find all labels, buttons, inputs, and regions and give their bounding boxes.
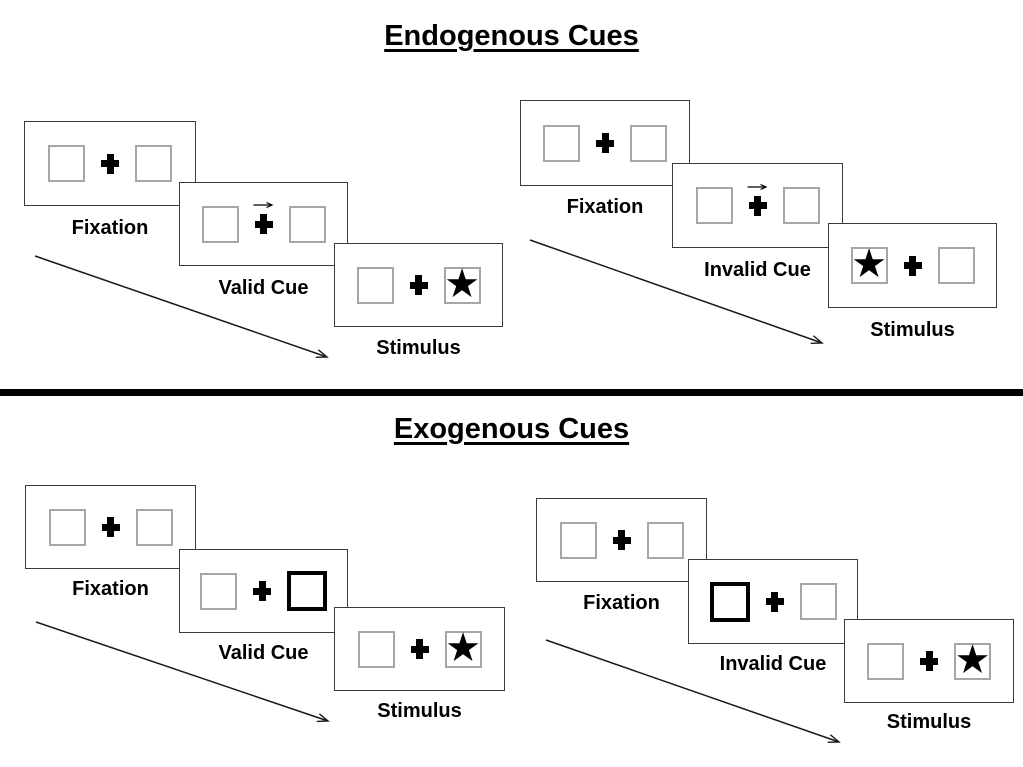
- fixation-area: [747, 183, 767, 216]
- right-target-box: ★: [444, 624, 482, 671]
- exogenous-section-title: Exogenous Cues: [393, 413, 630, 445]
- fixation-area: [765, 591, 784, 612]
- exo-valid-fixation-frame: [25, 485, 196, 569]
- frame-label-stimulus: Stimulus: [377, 700, 462, 722]
- section-divider: [0, 389, 1023, 396]
- right-placeholder-box: [646, 521, 684, 559]
- left-placeholder-box: [357, 630, 395, 668]
- fixation-area: [101, 153, 119, 174]
- fixation-cross-icon: [409, 275, 428, 295]
- fixation-area: [410, 639, 429, 659]
- fixation-area: [903, 255, 922, 276]
- fixation-cross-icon: [410, 639, 429, 659]
- left-placeholder-box: [543, 124, 580, 162]
- fixation-cross-icon: [253, 581, 271, 601]
- endo-valid-cue-frame: [179, 182, 348, 266]
- right-placeholder-box: [799, 583, 837, 620]
- frame-label-fixation: Fixation: [71, 217, 149, 239]
- fixation-cross-icon: [920, 651, 938, 671]
- fixation-cross-icon: [903, 255, 922, 276]
- left-placeholder-box: [867, 642, 904, 680]
- frame-label-invalid-cue: Invalid Cue: [719, 653, 827, 675]
- endo-valid-stimulus-frame: ★: [334, 243, 503, 327]
- fixation-area: [596, 133, 614, 153]
- frame-label-valid-cue: Valid Cue: [218, 277, 309, 299]
- right-placeholder-box: [630, 124, 667, 162]
- frame-label-fixation: Fixation: [566, 196, 644, 218]
- fixation-area: [612, 530, 631, 550]
- endo-valid-fixation-frame: [24, 121, 196, 206]
- exo-valid-cue-frame: [179, 549, 348, 633]
- right-placeholder-box: [288, 205, 326, 243]
- frame-label-stimulus: Stimulus: [886, 711, 972, 733]
- exo-invalid-cue-frame: [688, 559, 858, 644]
- left-placeholder-box: [201, 205, 239, 243]
- star-stimulus-icon: ★: [851, 241, 887, 287]
- fixation-area: [101, 517, 120, 537]
- fixation-cross-icon: [765, 591, 784, 612]
- left-placeholder-box: [48, 145, 85, 182]
- exo-valid-stimulus-frame: ★: [334, 607, 505, 691]
- frame-label-stimulus: Stimulus: [870, 319, 955, 341]
- left-placeholder-box: [200, 572, 237, 610]
- fixation-area: [253, 581, 271, 601]
- right-target-box: ★: [443, 260, 481, 307]
- frame-label-fixation: Fixation: [72, 578, 149, 600]
- frame-label-invalid-cue: Invalid Cue: [704, 259, 811, 281]
- star-stimulus-icon: ★: [445, 624, 481, 671]
- left-placeholder-box: [695, 187, 733, 224]
- endo-invalid-stimulus-frame: ★: [828, 223, 997, 308]
- fixation-cross-icon: [596, 133, 614, 153]
- exo-invalid-stimulus-frame: ★: [844, 619, 1014, 703]
- fixation-cross-icon: [101, 517, 120, 537]
- frame-label-stimulus: Stimulus: [376, 337, 461, 359]
- central-cue-arrow-icon: [747, 183, 767, 190]
- left-target-box: ★: [850, 241, 888, 287]
- left-cue-box-highlighted: [709, 581, 750, 622]
- exo-valid-sequence-arrow: [35, 621, 330, 723]
- fixation-cross-icon: [612, 530, 631, 550]
- right-target-box: ★: [954, 636, 991, 683]
- right-placeholder-box: [937, 247, 975, 284]
- endo-invalid-fixation-frame: [520, 100, 690, 186]
- central-cue-arrow-icon: [253, 201, 273, 209]
- fixation-cross-icon: [101, 153, 119, 174]
- endogenous-section-title: Endogenous Cues: [384, 20, 639, 52]
- right-cue-box-highlighted: [287, 571, 327, 611]
- endo-invalid-cue-frame: [672, 163, 843, 248]
- left-placeholder-box: [559, 521, 597, 559]
- exo-invalid-fixation-frame: [536, 498, 707, 582]
- endo-valid-sequence-arrow: [34, 255, 329, 359]
- right-placeholder-box: [135, 145, 172, 182]
- frame-label-fixation: Fixation: [583, 592, 660, 614]
- right-placeholder-box: [782, 187, 820, 224]
- endo-invalid-sequence-arrow: [529, 239, 824, 344]
- fixation-area: [409, 275, 428, 295]
- frame-label-valid-cue: Valid Cue: [218, 642, 309, 664]
- fixation-cross-icon: [748, 195, 767, 216]
- left-placeholder-box: [48, 508, 86, 546]
- fixation-cross-icon: [254, 214, 273, 234]
- star-stimulus-icon: ★: [954, 636, 991, 683]
- right-placeholder-box: [135, 508, 173, 546]
- fixation-area: [253, 201, 273, 234]
- star-stimulus-icon: ★: [444, 260, 480, 307]
- fixation-area: [920, 651, 938, 671]
- left-placeholder-box: [356, 266, 394, 304]
